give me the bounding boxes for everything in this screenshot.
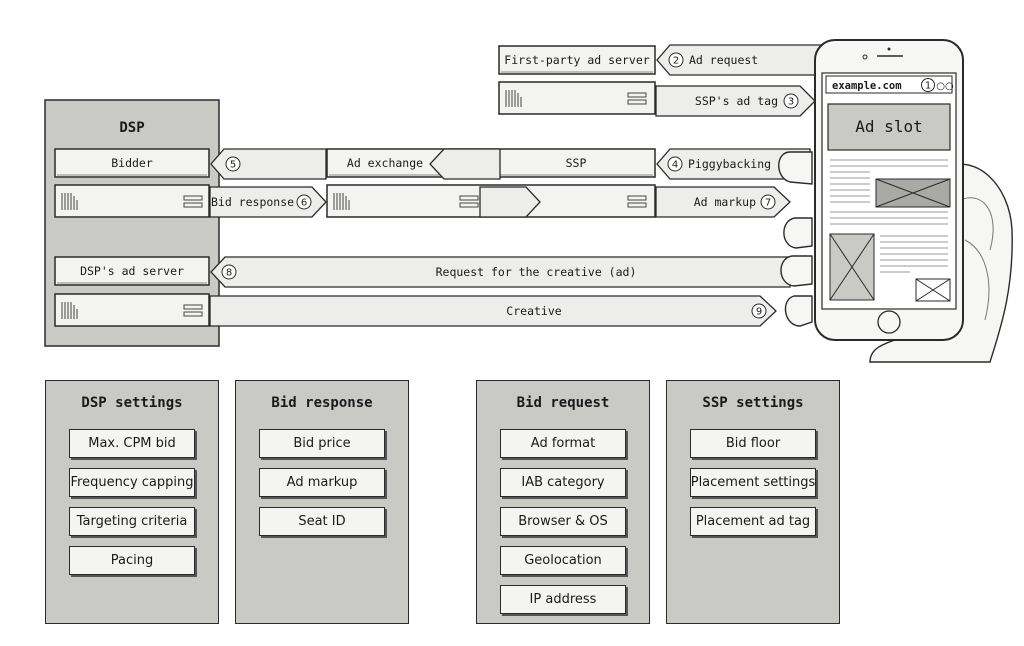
image-placeholder-icon xyxy=(875,178,951,208)
url-text: example.com xyxy=(832,80,902,92)
svg-text:7: 7 xyxy=(765,198,771,209)
svg-text:1: 1 xyxy=(925,81,931,92)
chip-seat-id: Seat ID xyxy=(259,507,385,536)
disk-bars-icon xyxy=(333,193,350,210)
chip-ip-address: IP address xyxy=(500,585,626,614)
chip-pacing: Pacing xyxy=(69,546,195,575)
ad-slot-label: Ad slot xyxy=(855,117,922,136)
chip-ad-format: Ad format xyxy=(500,429,626,458)
bid-response-label: Bid response xyxy=(211,195,294,209)
ad-markup-label: Ad markup xyxy=(694,195,756,209)
creative-label: Creative xyxy=(506,304,561,318)
panel-title: Bid response xyxy=(271,395,373,411)
chip-ad-markup: Ad markup xyxy=(259,468,385,497)
creative-request-label: Request for the creative (ad) xyxy=(436,265,637,279)
bidder-server: Bidder xyxy=(54,148,210,218)
ad-request-flow: 2 Ad request xyxy=(668,52,758,68)
ad-markup-flow: Ad markup 7 xyxy=(694,194,776,210)
ssp-label: SSP xyxy=(566,156,587,170)
svg-text:8: 8 xyxy=(226,268,232,279)
dsp-ad-server: DSP's ad server xyxy=(54,256,210,327)
bid-response-arrow xyxy=(209,186,327,218)
chip-bid-price: Bid price xyxy=(259,429,385,458)
drive-slots-icon xyxy=(459,195,647,208)
panel-bid-request: Bid request Ad format IAB category Brows… xyxy=(476,380,650,624)
ad-markup-arrow xyxy=(655,186,791,218)
bid-request-arrow-ssp xyxy=(429,148,501,180)
disk-bars-icon xyxy=(61,302,78,319)
chip-placement-settings: Placement settings xyxy=(690,468,816,497)
disk-bars-icon xyxy=(61,193,78,210)
ad-slot xyxy=(827,103,951,151)
chip-bid-floor: Bid floor xyxy=(690,429,816,458)
ad-exchange-label: Ad exchange xyxy=(347,156,423,170)
piggybacking-label: Piggybacking xyxy=(688,157,771,171)
image-placeholder-icon xyxy=(829,233,875,301)
svg-text:3: 3 xyxy=(788,97,794,108)
ssps-ad-tag-arrow xyxy=(655,85,816,117)
ssps-ad-tag-label: SSP's ad tag xyxy=(695,94,778,108)
smartphone: example.com 1 ○○ Ad slot xyxy=(814,39,964,341)
panel-title: SSP settings xyxy=(702,395,804,411)
first-party-ad-server: First-party ad server xyxy=(498,45,656,115)
bid-request-arrow xyxy=(210,148,327,180)
panel-bid-response: Bid response Bid price Ad markup Seat ID xyxy=(235,380,409,624)
chip-browser-os: Browser & OS xyxy=(500,507,626,536)
svg-text:2: 2 xyxy=(673,56,679,67)
svg-text:9: 9 xyxy=(756,307,762,318)
panel-dsp-settings: DSP settings Max. CPM bid Frequency capp… xyxy=(45,380,219,624)
drive-slots-icon xyxy=(183,195,203,208)
creative-arrow xyxy=(209,295,777,327)
disk-bars-icon xyxy=(505,90,522,107)
creative-flow: Creative 9 xyxy=(506,303,767,319)
chip-geolocation: Geolocation xyxy=(500,546,626,575)
svg-text:4: 4 xyxy=(672,160,678,171)
drive-slots-icon xyxy=(627,92,647,105)
panel-ssp-settings: SSP settings Bid floor Placement setting… xyxy=(666,380,840,624)
bidder-label: Bidder xyxy=(111,156,153,170)
panel-title: DSP settings xyxy=(81,395,183,411)
panel-title: Bid request xyxy=(516,395,610,411)
dsp-title: DSP xyxy=(119,120,144,136)
image-placeholder-icon xyxy=(915,278,951,302)
creative-request-flow: 8 Request for the creative (ad) xyxy=(221,264,637,280)
drive-slots-icon xyxy=(183,304,203,317)
bid-response-arrow-ssp xyxy=(479,186,541,218)
svg-text:6: 6 xyxy=(301,198,307,209)
step-1-marker xyxy=(921,78,935,92)
chip-placement-ad-tag: Placement ad tag xyxy=(690,507,816,536)
piggybacking-flow: 4 Piggybacking xyxy=(667,156,771,172)
ad-request-label: Ad request xyxy=(689,53,758,67)
home-button-icon xyxy=(877,310,901,334)
dsp-ad-server-label: DSP's ad server xyxy=(80,264,184,278)
menu-dots-icon: ○○ xyxy=(936,81,953,92)
bid-response-flow: Bid response 6 xyxy=(211,194,312,210)
svg-text:5: 5 xyxy=(230,160,236,171)
first-party-label: First-party ad server xyxy=(504,53,649,67)
bid-request-flow: 5 xyxy=(225,156,241,172)
chip-targeting-criteria: Targeting criteria xyxy=(69,507,195,536)
chip-max-cpm-bid: Max. CPM bid xyxy=(69,429,195,458)
ssps-ad-tag-flow: SSP's ad tag 3 xyxy=(695,93,799,109)
chip-frequency-capping: Frequency capping xyxy=(69,468,195,497)
camera-icon xyxy=(862,54,868,60)
page-text-lines xyxy=(830,159,948,273)
chip-iab-category: IAB category xyxy=(500,468,626,497)
